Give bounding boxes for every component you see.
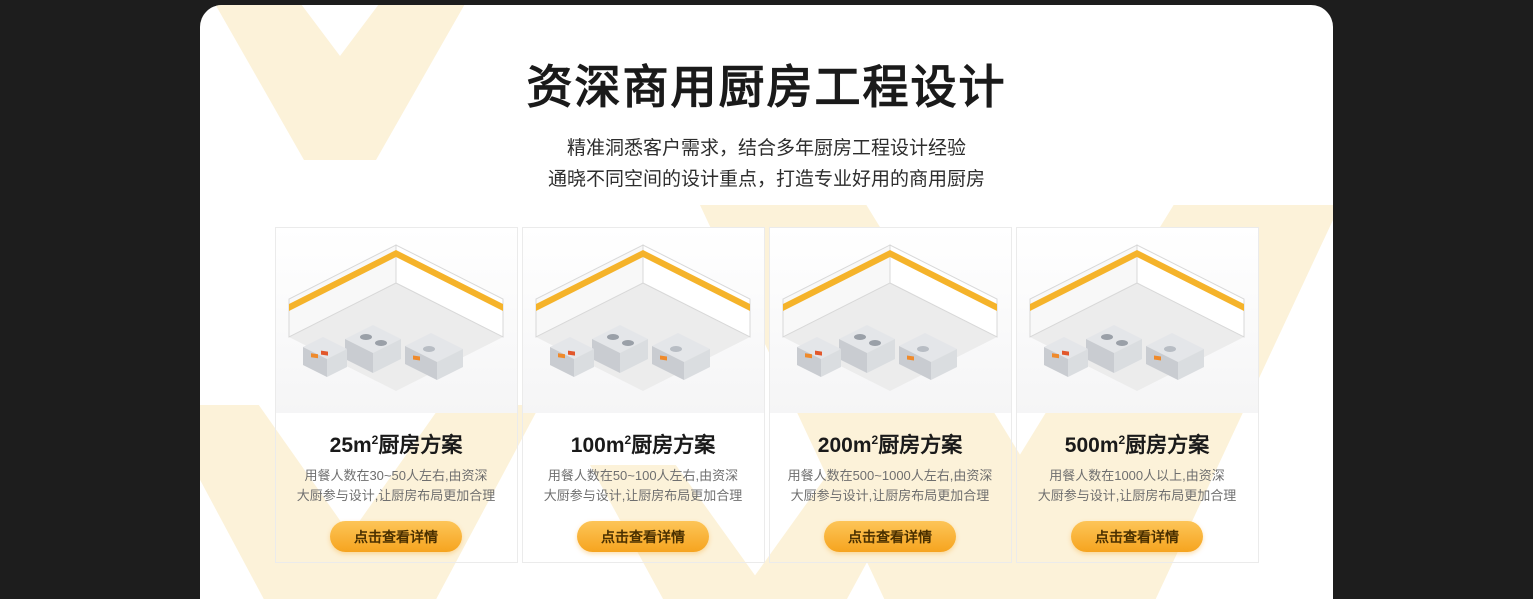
plan-desc-line-1: 用餐人数在50~100人左右,由资深: [547, 468, 739, 483]
plan-title: 500m2厨房方案: [1065, 427, 1209, 459]
kitchen-render-100m2: [522, 228, 764, 413]
plan-title-suffix: 厨房方案: [878, 434, 963, 457]
page-subtitle: 精准洞悉客户需求，结合多年厨房工程设计经验 通晓不同空间的设计重点，打造专业好用…: [200, 133, 1333, 195]
plan-cards-row: 25m2厨房方案 用餐人数在30~50人左右,由资深 大厨参与设计,让厨房布局更…: [274, 227, 1259, 563]
plan-area-value: 25m: [329, 434, 372, 457]
plan-card-25m2: 25m2厨房方案 用餐人数在30~50人左右,由资深 大厨参与设计,让厨房布局更…: [274, 227, 518, 563]
plan-title-suffix: 厨房方案: [1125, 434, 1210, 457]
plan-desc-line-2: 大厨参与设计,让厨房布局更加合理: [790, 488, 990, 503]
plan-area-sup: 2: [624, 433, 632, 447]
plan-title: 25m2厨房方案: [330, 427, 463, 459]
plan-desc-line-1: 用餐人数在30~50人左右,由资深: [304, 468, 488, 483]
plan-area-value: 500m: [1064, 434, 1119, 457]
plan-desc: 用餐人数在50~100人左右,由资深 大厨参与设计,让厨房布局更加合理: [544, 466, 743, 506]
view-details-button[interactable]: 点击查看详情: [577, 521, 709, 552]
view-details-button[interactable]: 点击查看详情: [330, 521, 462, 552]
section-header: 资深商用厨房工程设计 精准洞悉客户需求，结合多年厨房工程设计经验 通晓不同空间的…: [200, 5, 1333, 195]
plan-area-value: 200m: [817, 434, 872, 457]
subtitle-line-1: 精准洞悉客户需求，结合多年厨房工程设计经验: [566, 138, 966, 159]
plan-desc-line-1: 用餐人数在500~1000人左右,由资深: [787, 468, 993, 483]
plan-card-200m2: 200m2厨房方案 用餐人数在500~1000人左右,由资深 大厨参与设计,让厨…: [768, 227, 1012, 563]
plan-desc-line-2: 大厨参与设计,让厨房布局更加合理: [543, 488, 743, 503]
kitchen-render-200m2: [769, 228, 1011, 413]
plan-desc-line-2: 大厨参与设计,让厨房布局更加合理: [1037, 488, 1237, 503]
plan-desc: 用餐人数在500~1000人左右,由资深 大厨参与设计,让厨房布局更加合理: [788, 466, 993, 506]
plan-title-suffix: 厨房方案: [378, 434, 463, 457]
plan-desc-line-2: 大厨参与设计,让厨房布局更加合理: [296, 488, 496, 503]
plan-area-value: 100m: [570, 434, 625, 457]
plan-area-sup: 2: [371, 433, 379, 447]
plan-title: 100m2厨房方案: [571, 427, 715, 459]
plan-area-sup: 2: [871, 433, 879, 447]
kitchen-render-25m2: [275, 228, 517, 413]
plan-title-suffix: 厨房方案: [631, 434, 716, 457]
plan-desc: 用餐人数在1000人以上,由资深 大厨参与设计,让厨房布局更加合理: [1038, 466, 1237, 506]
plan-card-100m2: 100m2厨房方案 用餐人数在50~100人左右,由资深 大厨参与设计,让厨房布…: [521, 227, 765, 563]
subtitle-line-2: 通晓不同空间的设计重点，打造专业好用的商用厨房: [547, 169, 985, 190]
page-title: 资深商用厨房工程设计: [526, 61, 1007, 113]
plan-card-500m2: 500m2厨房方案 用餐人数在1000人以上,由资深 大厨参与设计,让厨房布局更…: [1015, 227, 1259, 563]
view-details-button[interactable]: 点击查看详情: [1071, 521, 1203, 552]
plan-title: 200m2厨房方案: [818, 427, 962, 459]
content-panel: 资深商用厨房工程设计 精准洞悉客户需求，结合多年厨房工程设计经验 通晓不同空间的…: [200, 5, 1333, 599]
plan-desc: 用餐人数在30~50人左右,由资深 大厨参与设计,让厨房布局更加合理: [297, 466, 496, 506]
plan-desc-line-1: 用餐人数在1000人以上,由资深: [1049, 468, 1225, 483]
kitchen-render-500m2: [1016, 228, 1258, 413]
view-details-button[interactable]: 点击查看详情: [824, 521, 956, 552]
plan-area-sup: 2: [1118, 433, 1126, 447]
